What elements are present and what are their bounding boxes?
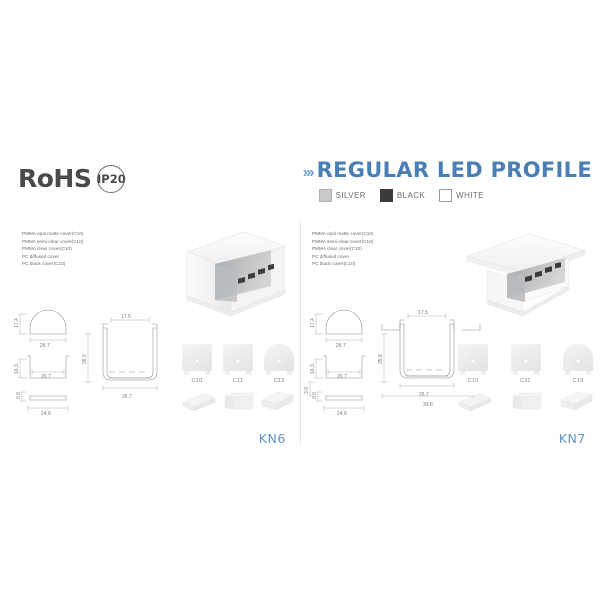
svg-text:16.3: 16.3 [310, 364, 316, 374]
cover-options-kn7: C10 C11 C13 [458, 344, 593, 426]
svg-text:25.8: 25.8 [378, 354, 384, 364]
cover-strip-c11[interactable] [509, 388, 543, 414]
product-panel-kn6: PMMA opal matte cover(C10) PMMA semi-cle… [0, 218, 300, 450]
svg-text:17.4: 17.4 [14, 318, 20, 328]
spec-line: PC black cover(C10) [22, 261, 66, 267]
cross-section-kn6: 17.5 26.7 [95, 310, 173, 406]
cover-strip-c13[interactable] [559, 388, 593, 414]
end-cap-label-row: C10 C11 C13 [458, 378, 593, 384]
color-option-white[interactable]: WHITE [439, 189, 484, 202]
cover-code-label: C13 [572, 378, 584, 384]
model-label-kn7: KN7 [558, 431, 586, 446]
cover-code-label: C10 [467, 378, 479, 384]
end-cap-c11[interactable] [510, 344, 541, 375]
cover-code-label: C11 [520, 378, 531, 384]
rohs-label: RoHS [18, 164, 92, 193]
page-title: REGULAR LED PROFILE [316, 158, 592, 182]
spec-list-kn6: PMMA opal matte cover(C10) PMMA semi-cle… [22, 230, 84, 268]
spec-line: PC diffused cover [312, 253, 350, 259]
end-cap-c10[interactable] [182, 344, 212, 375]
end-cap-row [458, 344, 593, 375]
spec-line: PC diffused cover [22, 253, 60, 259]
product-panel-kn7: PMMA opal matte cover(C10) PMMA semi-cle… [300, 218, 600, 450]
svg-text:17.5: 17.5 [121, 314, 131, 320]
svg-text:26.7: 26.7 [419, 392, 429, 398]
cover-strip-row [458, 388, 593, 414]
panel-divider [300, 222, 301, 444]
dimension-drawings-kn6: 17.4 26.7 16.3 26.7 26.0 0.9 24.8 [8, 304, 98, 422]
swatch-silver-icon [318, 189, 332, 202]
ip-rating-badge: IP20 [97, 164, 126, 193]
product-render-kn7 [465, 230, 590, 320]
swatch-silver-label: SILVER [335, 191, 366, 200]
end-cap-row [182, 344, 294, 375]
title-block: ››› REGULAR LED PROFILE SILVER BLACK WHI… [303, 158, 592, 202]
svg-text:17.4: 17.4 [310, 318, 316, 328]
spec-line: PMMA opal matte cover(C10) [22, 231, 84, 236]
spec-line: PMMA semi-clear cover(C10) [22, 238, 84, 244]
svg-text:26.7: 26.7 [40, 343, 50, 349]
spec-line: PMMA semi-clear cover(C10) [312, 238, 374, 244]
svg-text:26.7: 26.7 [41, 374, 51, 380]
color-option-silver[interactable]: SILVER [318, 189, 366, 202]
model-label-kn6: KN6 [258, 431, 286, 446]
svg-text:26.7: 26.7 [337, 374, 347, 380]
cover-code-label: C11 [232, 378, 244, 384]
color-option-list: SILVER BLACK WHITE [303, 189, 592, 202]
svg-text:26.7: 26.7 [336, 343, 346, 349]
cover-strip-row [182, 388, 294, 414]
dimension-drawings-kn7: 17.4 26.7 16.3 26.7 25.8 3.9 0. [302, 304, 394, 422]
swatch-black-label: BLACK [396, 191, 426, 200]
cover-code-label: C10 [191, 378, 203, 384]
svg-text:26.7: 26.7 [122, 394, 132, 400]
spec-line: PMMA clear cover(C10) [312, 246, 362, 252]
end-cap-c13[interactable] [563, 344, 593, 375]
svg-text:0.9: 0.9 [16, 392, 22, 399]
spec-list-kn7: PMMA opal matte cover(C10) PMMA semi-cle… [312, 230, 374, 268]
svg-text:0.9: 0.9 [312, 392, 318, 399]
color-option-black[interactable]: BLACK [379, 189, 426, 202]
cover-strip-c10[interactable] [182, 388, 216, 414]
svg-text:26.0: 26.0 [82, 354, 88, 364]
svg-text:33.8: 33.8 [423, 402, 433, 408]
spec-line: PMMA opal matte cover(C10) [312, 231, 374, 236]
certification-badges: RoHS IP20 [18, 164, 126, 193]
cover-options-kn6: C10 C11 C13 [182, 344, 294, 426]
cross-section-kn7: 17.5 26.7 33.8 [378, 308, 488, 408]
page-header: RoHS IP20 ››› REGULAR LED PROFILE SILVER… [0, 150, 600, 210]
cover-strip-c11[interactable] [221, 388, 255, 414]
svg-text:24.8: 24.8 [41, 411, 51, 417]
spec-line: PMMA clear cover(C10) [22, 246, 72, 252]
svg-text:17.5: 17.5 [418, 310, 428, 316]
swatch-white-icon [439, 189, 453, 202]
chevrons-icon: ››› [302, 164, 315, 181]
cover-strip-c13[interactable] [260, 388, 294, 414]
spec-line: PC black cover(C10) [312, 261, 356, 267]
end-cap-c13[interactable] [264, 344, 294, 375]
product-render-kn6 [185, 230, 290, 320]
swatch-black-icon [379, 189, 393, 202]
svg-text:16.3: 16.3 [14, 364, 20, 374]
end-cap-c11[interactable] [223, 344, 253, 375]
svg-text:24.8: 24.8 [337, 411, 347, 417]
cover-strip-c10[interactable] [458, 388, 492, 414]
end-cap-label-row: C10 C11 C13 [182, 378, 294, 384]
end-cap-c10[interactable] [458, 344, 488, 375]
cover-code-label: C13 [273, 378, 285, 384]
svg-text:3.9: 3.9 [304, 387, 310, 394]
swatch-white-label: WHITE [456, 191, 484, 200]
